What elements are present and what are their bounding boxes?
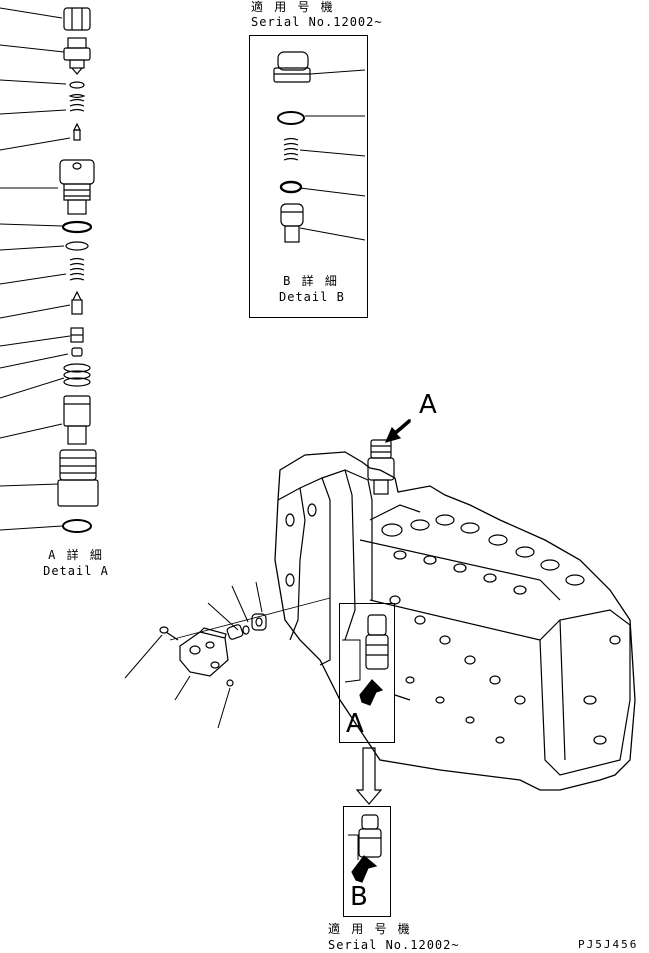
detail-b-parts: [273, 51, 366, 243]
detail-a-caption-line1: A 詳 細: [48, 548, 104, 562]
adjusting-screw: [63, 37, 91, 75]
small-plug: [71, 347, 83, 357]
large-o-ring: [61, 220, 93, 234]
valve-body: [57, 449, 99, 507]
detail-b-plug: [273, 51, 311, 83]
callout-b-box-label: B: [350, 882, 368, 912]
box-a-contents: [342, 614, 411, 706]
main-poppet: [71, 290, 83, 315]
nut: [251, 613, 267, 631]
detail-b-caption-line2: Detail B: [279, 290, 345, 304]
detail-b-leader-lines: [299, 69, 366, 241]
relief-sleeve: [59, 159, 95, 215]
callout-box-a: [339, 603, 395, 743]
detail-b-poppet: [280, 203, 304, 243]
detail-a-caption-line2: Detail A: [43, 564, 109, 578]
bottom-header-line1: 適 用 号 機: [328, 922, 412, 936]
backup-ring: [65, 241, 89, 251]
detail-b-header-line1: 適 用 号 機: [251, 0, 335, 14]
drawing-code: PJ5J456: [578, 938, 639, 951]
callout-a-box-label: A: [346, 709, 364, 739]
top-relief-valve: [367, 439, 395, 495]
detail-a-parts: [0, 7, 99, 533]
bottom-header-line2: Serial No.12002~: [328, 938, 460, 952]
exploded-plate-parts: [124, 581, 331, 729]
detail-a-leader-lines: [0, 7, 71, 531]
body-o-ring: [62, 519, 92, 533]
main-spring: [69, 257, 85, 281]
pilot-spring: [68, 93, 86, 112]
detail-b-ring: [279, 180, 303, 194]
arrow-a: [384, 418, 411, 443]
callout-box-b: [343, 806, 391, 917]
control-valve-assembly: [274, 439, 636, 791]
cover-screw: [226, 679, 234, 687]
detail-b-spring: [283, 137, 299, 161]
small-o-ring: [69, 81, 85, 89]
small-ring: [242, 625, 250, 635]
detail-b-box: [249, 35, 368, 318]
spring-coil-set: [63, 363, 91, 387]
cover-plate: [179, 627, 229, 677]
detail-b-header-line2: Serial No.12002~: [251, 15, 383, 29]
piston: [70, 327, 84, 343]
pilot-poppet: [73, 122, 81, 141]
cylinder-sleeve: [226, 624, 244, 640]
down-arrow: [355, 747, 383, 805]
detail-b-o-ring: [277, 111, 305, 125]
callout-a-arrow-label: A: [419, 390, 437, 420]
poppet-seat: [63, 395, 91, 445]
detail-b-caption-line1: B 詳 細: [283, 274, 339, 288]
box-b-contents: [348, 814, 382, 883]
valve-ports: [285, 503, 621, 745]
hex-cap-nut: [63, 7, 91, 31]
small-bolt: [159, 626, 179, 641]
